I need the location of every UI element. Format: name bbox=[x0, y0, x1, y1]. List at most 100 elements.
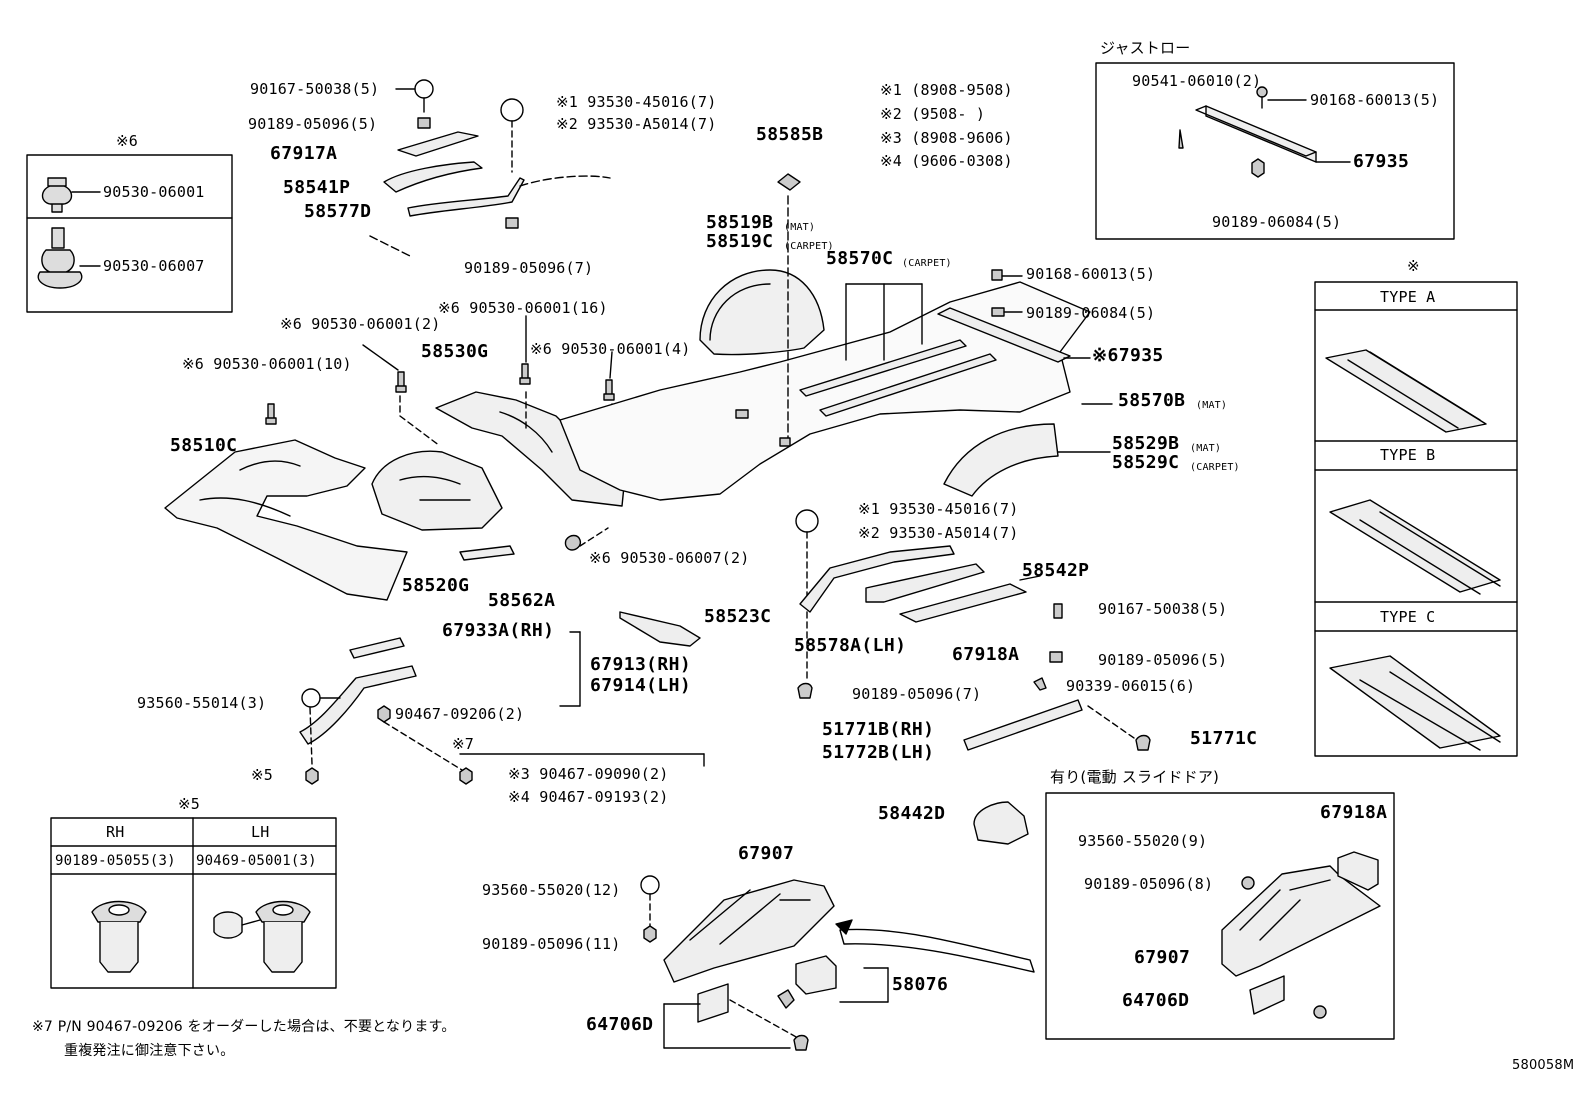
part-51771C[interactable]: 51771C bbox=[1190, 728, 1258, 749]
box5-rh: RH bbox=[106, 823, 125, 841]
part-90541-06010[interactable]: 90541-06010(2) bbox=[1132, 72, 1262, 90]
part-93560-55020[interactable]: 93560-55020(12) bbox=[482, 881, 621, 899]
mark-5: ※5 bbox=[251, 766, 273, 784]
part-93530-A5014-top[interactable]: ※2 93530-A5014(7) bbox=[556, 115, 717, 133]
part-93530-45016-top[interactable]: ※1 93530-45016(7) bbox=[556, 93, 717, 111]
part-67914[interactable]: 67914(LH) bbox=[590, 675, 692, 696]
part-90467-09090[interactable]: ※3 90467-09090(2) bbox=[508, 765, 669, 783]
footnote-line-2: 重複発注に御注意下さい。 bbox=[64, 1043, 235, 1059]
part-58519C[interactable]: 58519C bbox=[706, 231, 774, 252]
part-58570B-sub: (MAT) bbox=[1196, 400, 1228, 411]
box5-frame bbox=[50, 817, 337, 989]
box6-title: ※6 bbox=[116, 132, 138, 150]
part-58578A[interactable]: 58578A(LH) bbox=[794, 635, 907, 656]
part-58519B-sub: (MAT) bbox=[784, 222, 816, 233]
part-58529B-sub: (MAT) bbox=[1190, 443, 1222, 454]
part-67907[interactable]: 67907 bbox=[738, 843, 795, 864]
right-sills bbox=[795, 509, 1151, 751]
part-90530-06001-4[interactable]: ※6 90530-06001(4) bbox=[530, 340, 691, 358]
part-67918A-electric[interactable]: 67918A bbox=[1320, 802, 1388, 823]
part-58510C[interactable]: 58510C bbox=[170, 435, 238, 456]
part-90530-06007[interactable]: 90530-06007 bbox=[103, 257, 205, 275]
part-67913[interactable]: 67913(RH) bbox=[590, 654, 692, 675]
part-90530-06007[interactable]: ※6 90530-06007(2) bbox=[589, 549, 750, 567]
bottom-center bbox=[640, 801, 1035, 1051]
type-b-label: TYPE B bbox=[1380, 446, 1436, 464]
electric-frame bbox=[1045, 792, 1395, 1040]
part-64706D-electric[interactable]: 64706D bbox=[1122, 990, 1190, 1011]
part-58529B[interactable]: 58529B bbox=[1112, 433, 1180, 454]
part-90168-60013-jastro[interactable]: 90168-60013(5) bbox=[1310, 91, 1440, 109]
part-58570C[interactable]: 58570C bbox=[826, 248, 894, 269]
part-67918A[interactable]: 67918A bbox=[952, 644, 1020, 665]
rear-mat bbox=[559, 173, 1113, 501]
part-58519B[interactable]: 58519B bbox=[706, 212, 774, 233]
legend-4: ※4 (9606-0308) bbox=[880, 152, 1013, 170]
legend-3: ※3 (8908-9606) bbox=[880, 129, 1013, 147]
part-90530-06001-10[interactable]: ※6 90530-06001(10) bbox=[182, 355, 352, 373]
part-90167-50038-right[interactable]: 90167-50038(5) bbox=[1098, 600, 1228, 618]
part-58523C[interactable]: 58523C bbox=[704, 606, 772, 627]
part-58585B[interactable]: 58585B bbox=[756, 124, 824, 145]
part-90339-06015[interactable]: 90339-06015(6) bbox=[1066, 677, 1196, 695]
types-title: ※ bbox=[1407, 257, 1420, 275]
box6-frame bbox=[26, 154, 233, 313]
part-58570B[interactable]: 58570B bbox=[1118, 390, 1186, 411]
part-90530-06001-2[interactable]: ※6 90530-06001(2) bbox=[280, 315, 441, 333]
part-67933A[interactable]: 67933A(RH) bbox=[442, 620, 555, 641]
top-left-sills bbox=[369, 79, 611, 257]
part-67917A[interactable]: 67917A bbox=[270, 143, 338, 164]
part-58542P[interactable]: 58542P bbox=[1022, 560, 1090, 581]
type-c-label: TYPE C bbox=[1380, 608, 1436, 626]
legend-2: ※2 (9508- ) bbox=[880, 105, 986, 123]
part-90189-05096-bottom[interactable]: 90189-05096(11) bbox=[482, 935, 621, 953]
part-51771B[interactable]: 51771B(RH) bbox=[822, 719, 935, 740]
part-58442D[interactable]: 58442D bbox=[878, 803, 946, 824]
part-67935[interactable]: ※67935 bbox=[1092, 345, 1164, 366]
part-90189-06084-jastro[interactable]: 90189-06084(5) bbox=[1212, 213, 1342, 231]
part-93530-45016-right[interactable]: ※1 93530-45016(7) bbox=[858, 500, 1019, 518]
electric-title: 有り(電動 スライドドア) bbox=[1050, 768, 1220, 786]
part-90189-05096-top[interactable]: 90189-05096(5) bbox=[248, 115, 378, 133]
part-90168-60013[interactable]: 90168-60013(5) bbox=[1026, 265, 1156, 283]
part-58519C-sub: (CARPET) bbox=[784, 241, 834, 252]
part-51772B[interactable]: 51772B(LH) bbox=[822, 742, 935, 763]
part-90189-05096-electric[interactable]: 90189-05096(8) bbox=[1084, 875, 1214, 893]
box5-lh: LH bbox=[251, 823, 270, 841]
types-frame bbox=[1314, 281, 1518, 757]
part-90530-06001-16[interactable]: ※6 90530-06001(16) bbox=[438, 299, 608, 317]
part-58529C[interactable]: 58529C bbox=[1112, 452, 1180, 473]
part-58076[interactable]: 58076 bbox=[892, 974, 949, 995]
part-58541P[interactable]: 58541P bbox=[283, 177, 351, 198]
box5-title: ※5 bbox=[178, 795, 200, 813]
part-90467-09193[interactable]: ※4 90467-09193(2) bbox=[508, 788, 669, 806]
center-brackets bbox=[299, 611, 705, 785]
part-58577D[interactable]: 58577D bbox=[304, 201, 372, 222]
part-90469-05001[interactable]: 90469-05001(3) bbox=[196, 853, 317, 869]
jastro-frame bbox=[1095, 62, 1455, 240]
part-90467-09206[interactable]: 90467-09206(2) bbox=[395, 705, 525, 723]
part-67935-jastro[interactable]: 67935 bbox=[1353, 151, 1410, 172]
part-90189-05055[interactable]: 90189-05055(3) bbox=[55, 853, 176, 869]
part-58530G[interactable]: 58530G bbox=[421, 341, 489, 362]
part-93560-55020-electric[interactable]: 93560-55020(9) bbox=[1078, 832, 1208, 850]
part-93530-A5014-right[interactable]: ※2 93530-A5014(7) bbox=[858, 524, 1019, 542]
jastro-title: ジャストロー bbox=[1100, 39, 1191, 57]
part-90189-05096-low[interactable]: 90189-05096(7) bbox=[852, 685, 982, 703]
part-90189-06084[interactable]: 90189-06084(5) bbox=[1026, 304, 1156, 322]
part-90167-50038-top[interactable]: 90167-50038(5) bbox=[250, 80, 380, 98]
part-90189-05096-mid[interactable]: 90189-05096(7) bbox=[464, 259, 594, 277]
part-58520G[interactable]: 58520G bbox=[402, 575, 470, 596]
part-90189-05096-right[interactable]: 90189-05096(5) bbox=[1098, 651, 1228, 669]
part-90530-06001[interactable]: 90530-06001 bbox=[103, 183, 205, 201]
part-67907-electric[interactable]: 67907 bbox=[1134, 947, 1191, 968]
legend-1: ※1 (8908-9508) bbox=[880, 81, 1013, 99]
footnote-line-1: ※7 P/N 90467-09206 をオーダーした場合は、不要となります。 bbox=[32, 1019, 456, 1035]
part-64706D[interactable]: 64706D bbox=[586, 1014, 654, 1035]
part-93560-55014[interactable]: 93560-55014(3) bbox=[137, 694, 267, 712]
part-58562A[interactable]: 58562A bbox=[488, 590, 556, 611]
part-58529C-sub: (CARPET) bbox=[1190, 462, 1240, 473]
mark-7: ※7 bbox=[452, 735, 474, 753]
